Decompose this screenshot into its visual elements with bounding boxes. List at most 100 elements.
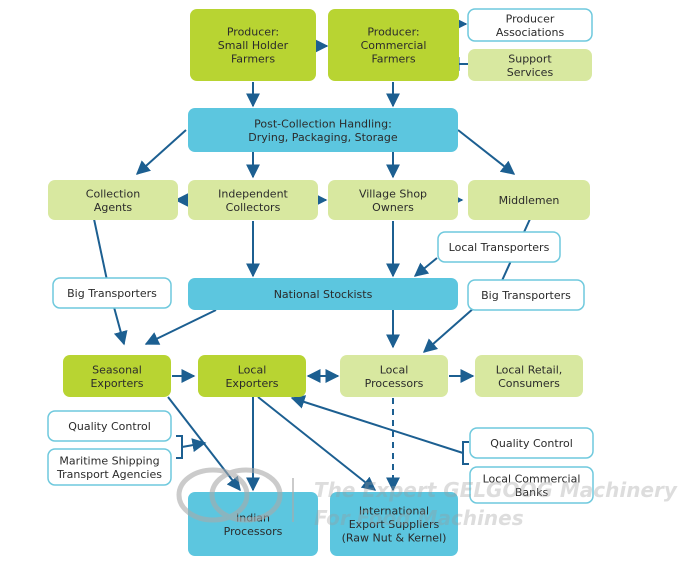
arrow-stockists-to-seasonal: [144, 309, 217, 345]
node-label-line: Maritime Shipping: [59, 454, 159, 467]
node-box: [52, 277, 172, 309]
node-box: [188, 108, 458, 152]
node-label-line: Collectors: [226, 201, 281, 214]
node-national-stockists: National Stockists: [188, 278, 458, 310]
node-label-line: Exporters: [90, 377, 143, 390]
node-box: [328, 180, 458, 220]
node-label-line: Local Transporters: [449, 241, 550, 254]
node-quality-control-left: Quality Control: [47, 410, 172, 442]
node-label-line: (Raw Nut & Kernel): [342, 532, 447, 545]
node-box: [328, 9, 459, 81]
gelgoog-watermark: The Expert GELGOOG Machinery For Food Ma…: [176, 467, 678, 530]
arrow-leftsupport-to-exporters: [181, 438, 207, 453]
node-label-line: Big Transporters: [67, 287, 157, 300]
node-label-line: Local Commercial: [483, 472, 581, 485]
node-box: [63, 355, 171, 397]
node-box: [475, 355, 583, 397]
node-label-line: Exporters: [225, 377, 278, 390]
node-big-transporters-left: Big Transporters: [52, 277, 172, 309]
node-label-line: Quality Control: [490, 437, 573, 450]
watermark-line1: The Expert GELGOOG Machinery: [314, 478, 678, 502]
node-label-line: Seasonal: [92, 363, 142, 376]
bracket-right: [462, 441, 469, 465]
node-post-collection: Post-Collection Handling:Drying, Packagi…: [188, 108, 458, 152]
watermark-line2: For Food Machines: [314, 506, 524, 530]
node-box: [188, 180, 318, 220]
node-label-line: Transport Agencies: [56, 468, 162, 481]
node-layer: Producer:Small HolderFarmersProducer:Com…: [47, 8, 594, 556]
node-label-line: Commercial: [361, 39, 427, 52]
node-box: [469, 466, 594, 504]
node-label-line: Big Transporters: [481, 289, 571, 302]
node-label-line: Producer: [506, 12, 555, 25]
node-middlemen: Middlemen: [468, 180, 590, 220]
node-label-line: Services: [507, 66, 554, 79]
node-box: [48, 180, 178, 220]
node-box: [198, 355, 306, 397]
node-label-line: Farmers: [231, 53, 275, 66]
arrow-localexporters-to-international: [257, 396, 377, 491]
node-label-line: National Stockists: [274, 288, 373, 301]
node-label-line: Processors: [224, 525, 283, 538]
node-box: [437, 231, 561, 263]
node-label-line: Export Suppliers: [349, 518, 440, 531]
arrow-rightsupport-to-exporters: [290, 395, 464, 454]
node-label-line: Quality Control: [68, 420, 151, 433]
node-local-retail: Local Retail,Consumers: [475, 355, 583, 397]
node-box: [188, 492, 318, 556]
node-box: [47, 410, 172, 442]
node-label-line: Banks: [515, 486, 549, 499]
node-box: [47, 448, 172, 486]
node-box: [467, 279, 585, 311]
arrow-postcollection-to-middlemen: [457, 129, 516, 175]
arrow-localtransport-to-stockists: [413, 257, 438, 277]
node-label-line: Middlemen: [499, 194, 560, 207]
node-box: [469, 427, 594, 459]
node-label-line: Farmers: [371, 53, 415, 66]
node-box: [340, 355, 448, 397]
node-local-transporters: Local Transporters: [437, 231, 561, 263]
node-box: [468, 49, 592, 81]
node-label-line: Post-Collection Handling:: [254, 117, 392, 130]
node-label-line: Drying, Packaging, Storage: [248, 131, 398, 144]
node-label-line: International: [359, 505, 429, 518]
node-big-transporters-right: Big Transporters: [467, 279, 585, 311]
node-label-line: Support: [508, 52, 552, 65]
node-label-line: Local: [238, 363, 267, 376]
node-label-line: Consumers: [498, 377, 560, 390]
node-box: [330, 492, 458, 556]
node-box: [188, 278, 458, 310]
node-quality-control-right: Quality Control: [469, 427, 594, 459]
node-box: [190, 9, 316, 81]
node-label-line: Producer:: [367, 26, 419, 39]
node-label-line: Independent: [218, 187, 288, 200]
watermark-logo-ring-right: [209, 467, 283, 523]
node-label-line: Associations: [496, 26, 565, 39]
node-label-line: Agents: [94, 201, 133, 214]
node-box: [467, 8, 593, 42]
watermark-logo-ring-left: [176, 467, 250, 523]
node-label-line: Local: [380, 363, 409, 376]
node-label-line: Village Shop: [359, 187, 427, 200]
node-label-line: Collection: [86, 187, 140, 200]
node-label-line: Owners: [372, 201, 414, 214]
bracket-left: [176, 435, 183, 459]
node-label-line: Local Retail,: [496, 363, 563, 376]
node-label-line: Processors: [365, 377, 424, 390]
node-box: [468, 180, 590, 220]
